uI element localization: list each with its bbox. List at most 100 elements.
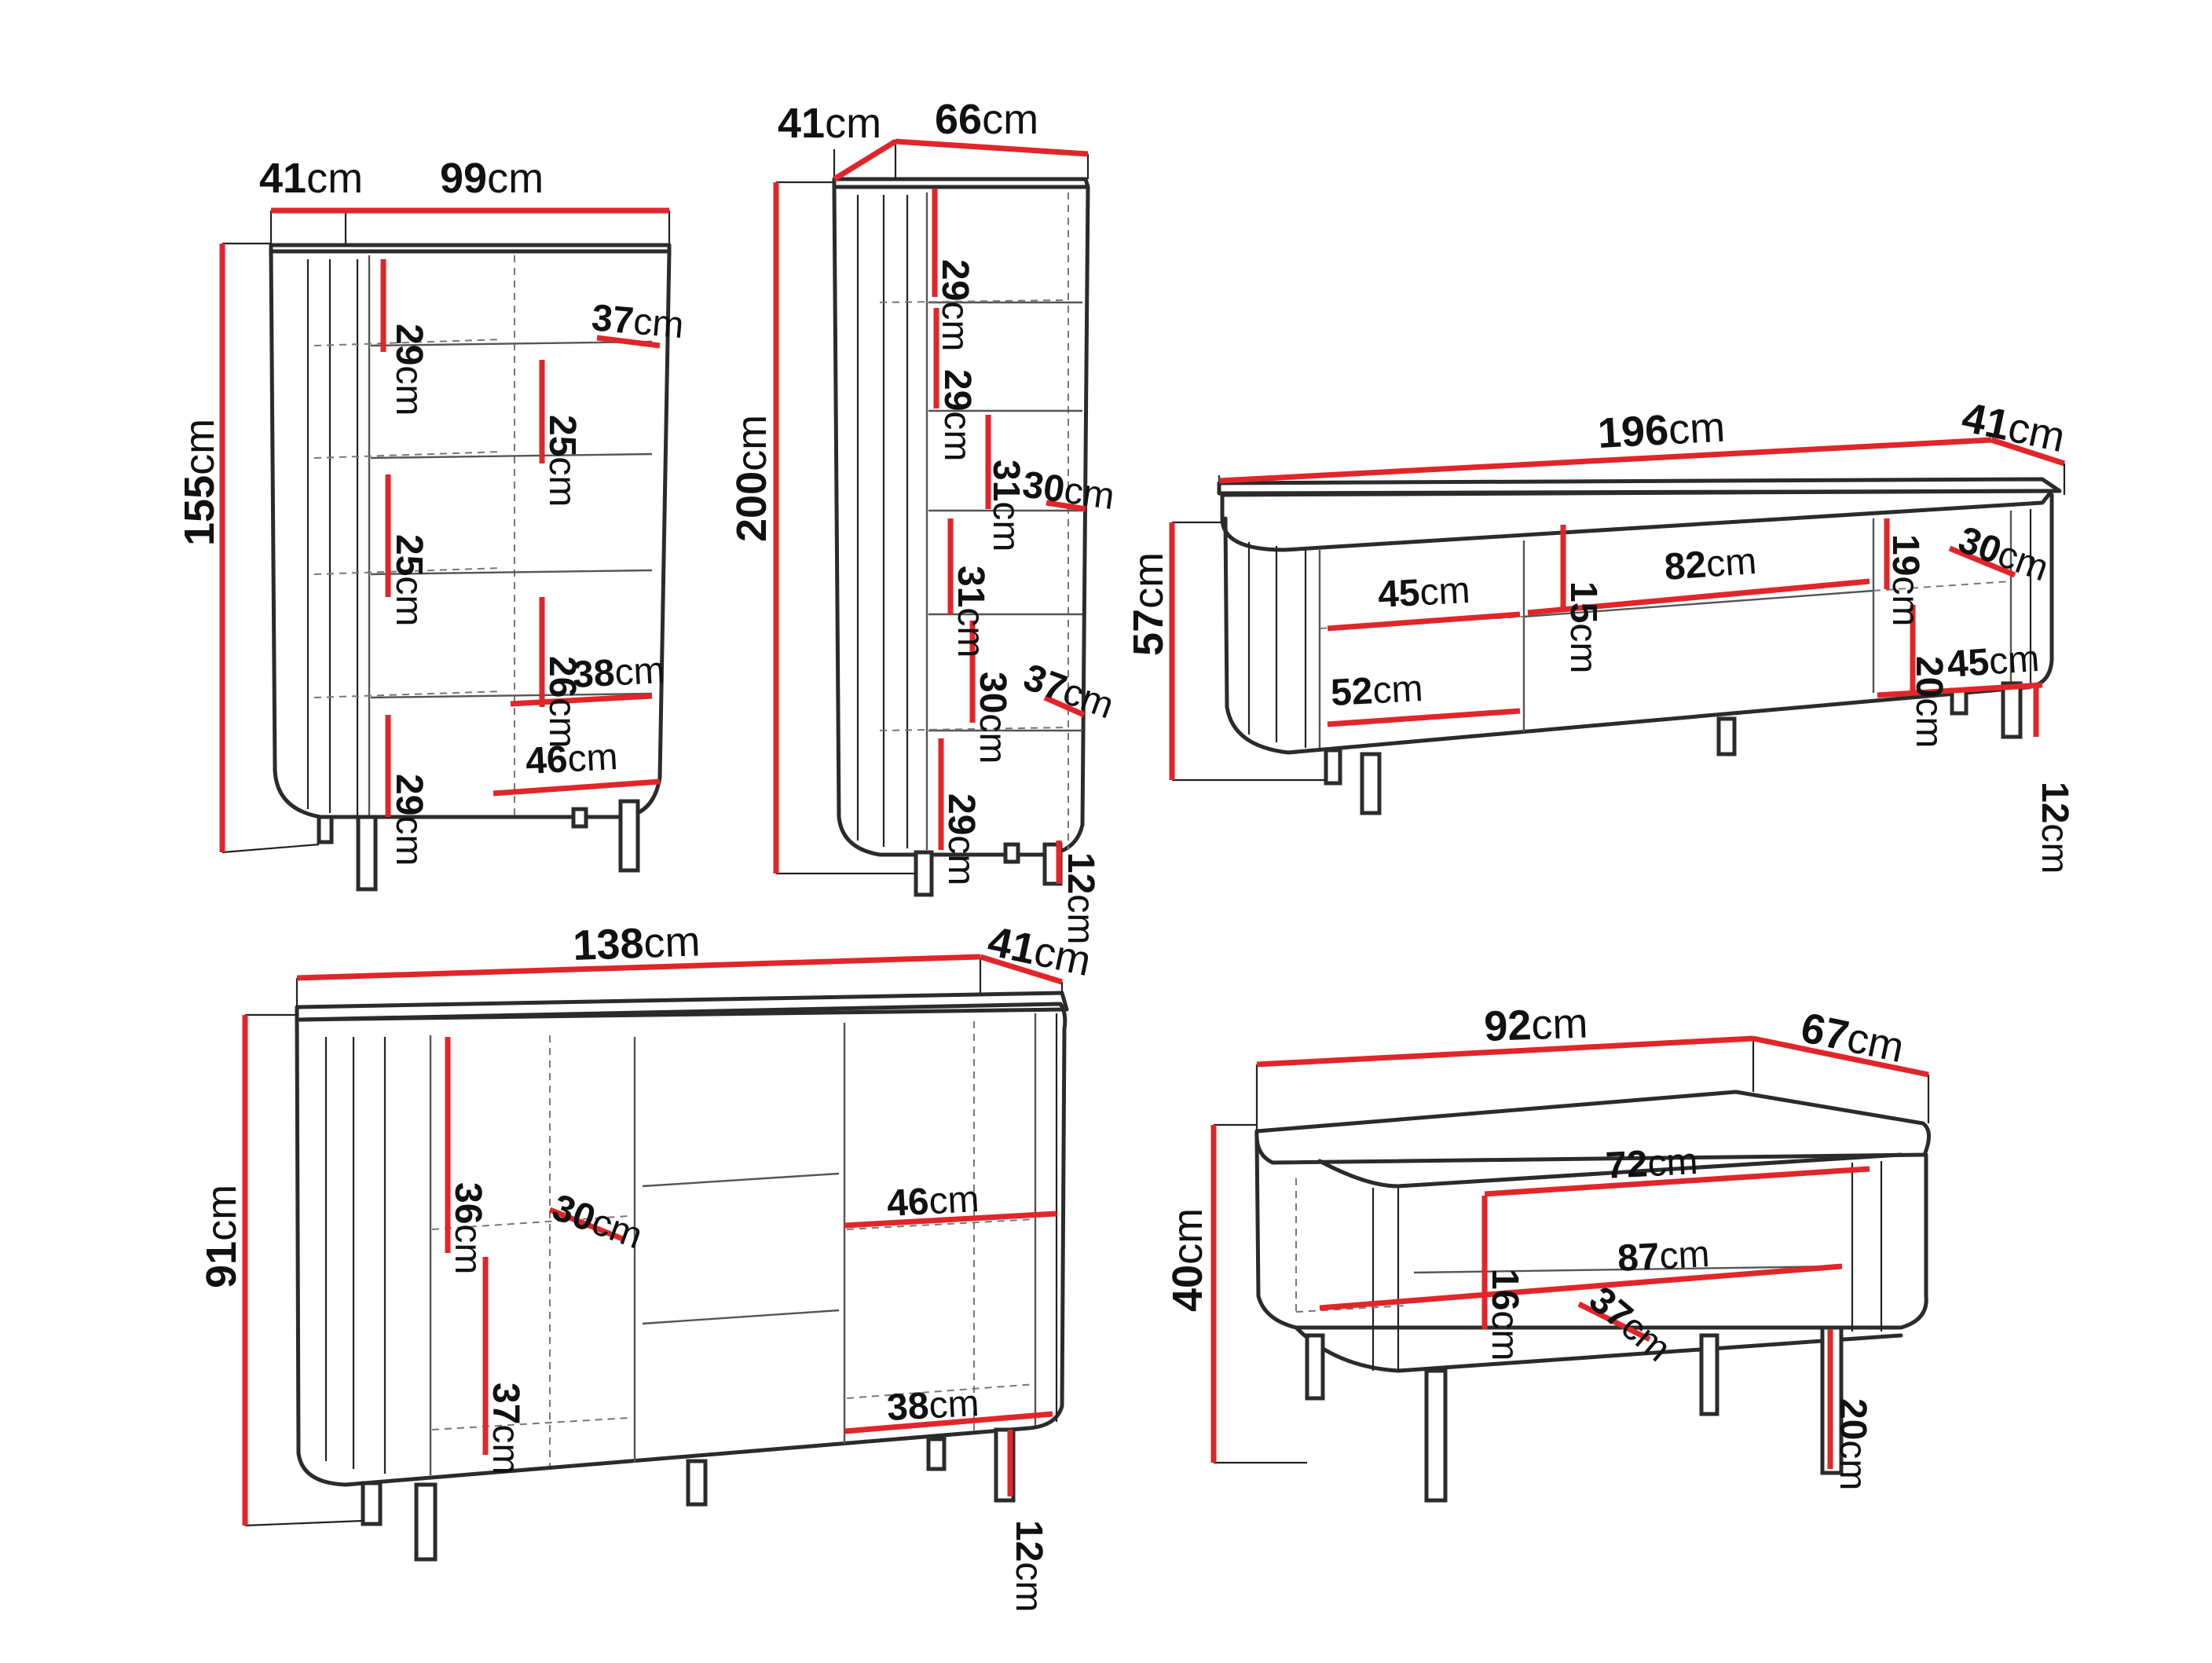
display-cabinet-depth-label: 41cm — [259, 155, 363, 202]
tv-stand-depth-label: 41cm — [1958, 394, 2070, 461]
display-cabinet-shelf-1-label: 29cm — [388, 324, 430, 416]
coffee-table-lower-width-value: 87 — [1617, 1236, 1661, 1280]
coffee-table-depth-label: 67cm — [1797, 1004, 1909, 1071]
coffee-table-leg-value: 20 — [1832, 1398, 1873, 1440]
display-cabinet-shelf-width-label: 38cm — [572, 650, 666, 696]
tv-stand-width-value: 196 — [1596, 406, 1669, 457]
tv-stand-base-width-value: 52 — [1330, 670, 1374, 714]
tall-cabinet-shelf-5-label: 30cm — [972, 672, 1013, 764]
tall-cabinet-depth-inner-1-label: 30cm — [1020, 463, 1117, 518]
coffee-table-height-label: 40cm — [1164, 1208, 1211, 1312]
tall-cabinet-shelf-2-label: 29cm — [936, 369, 978, 461]
sideboard-base-width-value: 38 — [886, 1385, 930, 1429]
coffee-table-width-label: 92cm — [1483, 999, 1588, 1050]
tall-cabinet-shelf-5-unit: cm — [972, 713, 1013, 764]
tv-stand-width-label: 196cm — [1596, 404, 1726, 457]
sideboard-shelf-2-label: 37cm — [485, 1383, 526, 1474]
coffee-table-leg-unit: cm — [1832, 1440, 1873, 1490]
tall-cabinet-shelf-5-value: 30 — [972, 672, 1013, 713]
tall-cabinet-drawing — [773, 138, 1090, 897]
coffee-table-width-value: 92 — [1483, 1002, 1532, 1050]
coffee-table-height-unit: cm — [1164, 1208, 1211, 1265]
tall-cabinet-shelf-3-unit: cm — [985, 501, 1027, 551]
sideboard-leg-value: 12 — [1008, 1520, 1049, 1562]
coffee-table-shelf-height-value: 16 — [1484, 1269, 1525, 1310]
sideboard-right-width-label: 46cm — [886, 1178, 980, 1225]
display-cabinet-height-label: 155cm — [176, 419, 223, 546]
tv-stand-niche-width-value: 45 — [1377, 572, 1421, 616]
sideboard-width-unit: cm — [643, 918, 701, 966]
display-cabinet-shelf-3-unit: cm — [388, 576, 430, 626]
sideboard-drawing — [242, 954, 1069, 1562]
sideboard-shelf-2-value: 37 — [485, 1383, 526, 1424]
sideboard-height-value: 91 — [198, 1241, 245, 1288]
display-cabinet-base-width-label: 46cm — [525, 736, 619, 782]
display-cabinet-height-unit: cm — [176, 419, 223, 475]
tv-stand-shelf-width-unit: cm — [1705, 540, 1758, 585]
display-cabinet-shelf-3-label: 25cm — [388, 534, 430, 626]
coffee-table-width-unit: cm — [1530, 999, 1588, 1048]
tv-stand-drawing — [1169, 437, 2066, 815]
coffee-table-shelf-width-value: 72 — [1605, 1143, 1649, 1187]
tall-cabinet-shelf-2-value: 29 — [936, 369, 978, 411]
display-cabinet-depth-unit: cm — [306, 155, 363, 202]
tv-stand-niche-width-label: 45cm — [1377, 570, 1471, 616]
coffee-table-lower-width-unit: cm — [1658, 1233, 1711, 1277]
coffee-table-leg-label: 20cm — [1832, 1398, 1873, 1490]
display-cabinet-shelf-2-value: 25 — [541, 415, 583, 456]
sideboard-depth-label: 41cm — [984, 918, 1096, 985]
coffee-table-shelf-height-unit: cm — [1484, 1310, 1525, 1361]
tv-stand-shelf-2-unit: cm — [1908, 698, 1950, 748]
display-cabinet-depth-value: 41 — [259, 155, 306, 202]
tall-cabinet-leg-unit: cm — [1060, 894, 1101, 944]
sideboard-right-width-value: 46 — [886, 1181, 930, 1225]
display-cabinet-width-label: 99cm — [440, 155, 544, 202]
display-cabinet-shelf-width-value: 38 — [572, 652, 616, 696]
tall-cabinet-shelf-1-label: 29cm — [934, 259, 976, 351]
tv-stand-shelf-width-value: 82 — [1663, 544, 1708, 588]
tv-stand-base-width-label: 52cm — [1330, 668, 1424, 714]
tall-cabinet-shelf-6-unit: cm — [940, 835, 982, 885]
coffee-table-drawing — [1210, 1035, 1931, 1503]
display-cabinet-shelf-4-unit: cm — [541, 698, 583, 748]
tv-stand-shelf-1-unit: cm — [1884, 576, 1926, 626]
sideboard-leg-unit: cm — [1008, 1562, 1049, 1612]
sideboard-depth-inner-label: 30cm — [547, 1187, 647, 1258]
sideboard-base-width-label: 38cm — [886, 1383, 980, 1429]
tv-stand-gap-label: 15cm — [1562, 581, 1604, 673]
display-cabinet-depth-inner-value: 37 — [590, 297, 635, 342]
sideboard-height-unit: cm — [198, 1185, 245, 1241]
tall-cabinet-height-label: 200cm — [728, 415, 775, 542]
tall-cabinet-width-label: 66cm — [935, 96, 1038, 143]
tall-cabinet-depth-label: 41cm — [778, 100, 881, 147]
display-cabinet-base-width-value: 46 — [525, 738, 569, 782]
coffee-table-depth-unit: cm — [1843, 1014, 1908, 1072]
display-cabinet-drawing — [219, 207, 672, 892]
tv-stand-width-unit: cm — [1667, 404, 1726, 454]
display-cabinet-shelf-5-label: 29cm — [388, 774, 430, 866]
tall-cabinet-depth-inner-2-label: 37cm — [1018, 657, 1119, 727]
tv-stand-height-value: 57 — [1125, 609, 1172, 656]
tall-cabinet-height-unit: cm — [728, 415, 775, 471]
display-cabinet-depth-inner-label: 37cm — [590, 297, 686, 346]
display-cabinet-shelf-3-value: 25 — [388, 534, 430, 576]
tv-stand-shelf-1-label: 19cm — [1884, 534, 1926, 626]
display-cabinet-depth-inner-unit: cm — [632, 301, 685, 346]
tall-cabinet-depth-unit: cm — [825, 100, 881, 147]
tv-stand-gap-unit: cm — [1562, 623, 1604, 673]
tv-stand-depth-inner-label: 30cm — [1953, 519, 2053, 590]
tv-stand-niche-width-unit: cm — [1419, 570, 1471, 614]
display-cabinet-shelf-4-value: 26 — [541, 656, 583, 698]
sideboard-depth-unit: cm — [1030, 928, 1095, 986]
sideboard-leg-label: 12cm — [1008, 1520, 1049, 1612]
tall-cabinet-leg-label: 12cm — [1060, 852, 1101, 944]
display-cabinet-shelf-5-value: 29 — [388, 774, 430, 815]
display-cabinet-shelf-width-unit: cm — [613, 650, 666, 694]
tv-stand-right-width-label: 45cm — [1946, 638, 2041, 686]
tall-cabinet-shelf-4-value: 31 — [950, 566, 991, 607]
tall-cabinet-depth-inner-1-value: 30 — [1020, 463, 1067, 511]
sideboard-width-value: 138 — [572, 920, 644, 969]
display-cabinet-shelf-2-label: 25cm — [541, 415, 583, 507]
